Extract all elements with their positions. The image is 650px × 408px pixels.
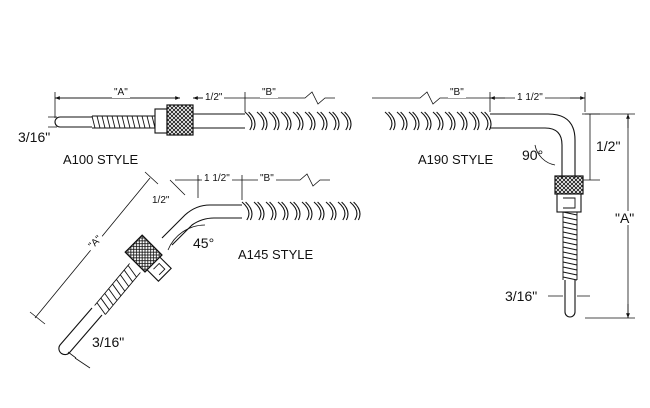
a100-dim-a-label: "A" xyxy=(112,87,130,98)
a145-armor-cable xyxy=(241,201,361,221)
a190-angle-arc xyxy=(534,144,556,166)
a190-probe-sheath xyxy=(564,280,576,318)
a145-dim-b-line xyxy=(242,173,330,187)
a145-dim-dia-line xyxy=(67,351,91,369)
a190-sheath xyxy=(490,113,576,178)
a100-armor-cable xyxy=(244,111,352,131)
a100-probe-sheath xyxy=(54,116,92,128)
a190-assembly xyxy=(372,91,635,319)
a100-sheath xyxy=(193,113,245,129)
a190-spring-coil xyxy=(562,211,578,281)
a190-fitting xyxy=(556,193,582,213)
a145-dim-b-label: "B" xyxy=(258,173,276,184)
a100-dim-dia-label: 3/16" xyxy=(18,129,51,145)
a100-knurled-nut xyxy=(166,104,194,136)
a100-dim-b-line xyxy=(245,91,335,105)
a100-assembly xyxy=(48,91,352,136)
a190-angle-label: 90° xyxy=(522,147,544,163)
a190-dim-dia-label: 3/16" xyxy=(505,288,538,304)
a190-dim-b-line xyxy=(372,91,490,105)
a190-knurled-nut xyxy=(554,175,584,195)
a100-dim-b-label: "B" xyxy=(260,87,278,98)
a145-assembly xyxy=(29,171,361,369)
a190-dim-half-label: 1/2" xyxy=(596,138,621,154)
a190-armor-cable xyxy=(384,111,492,131)
a190-style-title: A190 STYLE xyxy=(418,152,494,167)
a100-style-title: A100 STYLE xyxy=(63,152,139,167)
a190-dim-b-label: "B" xyxy=(448,87,466,98)
a100-dim-half-label: 1/2" xyxy=(203,92,225,103)
a145-style-title: A145 STYLE xyxy=(238,247,314,262)
a145-angle-arc xyxy=(167,224,206,251)
a145-angle-label: 45° xyxy=(193,235,215,251)
a145-probe-sheath xyxy=(58,307,103,356)
a190-dim-1half-label: 1 1/2" xyxy=(515,92,545,103)
a100-spring-coil xyxy=(91,115,156,129)
a145-dim-half-label: 1/2" xyxy=(150,195,172,206)
a100-fitting xyxy=(154,108,168,134)
a145-dim-half-line xyxy=(169,179,200,196)
a100-dim-dia-line xyxy=(48,116,57,128)
a145-dim-1half-label: 1 1/2" xyxy=(202,173,232,184)
a190-dim-a-label: "A" xyxy=(613,210,637,226)
a145-spring-coil xyxy=(94,263,141,315)
a145-fitting xyxy=(146,256,172,282)
a145-dim-dia-label: 3/16" xyxy=(92,334,125,350)
a145-sheath xyxy=(161,204,242,246)
